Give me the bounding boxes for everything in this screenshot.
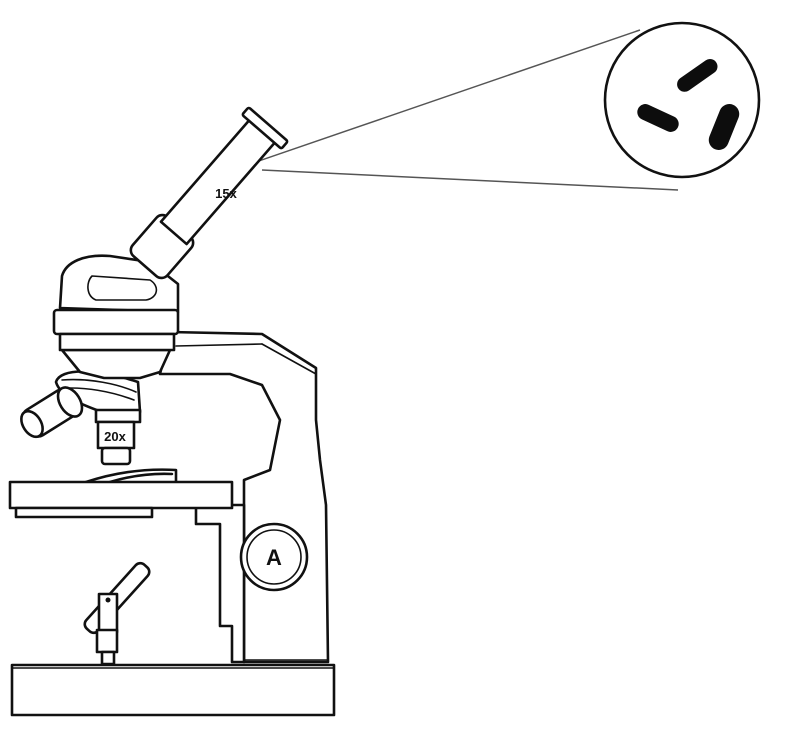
sight-line-upper bbox=[249, 29, 641, 165]
eyepiece-label: 15x bbox=[215, 186, 237, 201]
bacterium-cell bbox=[677, 59, 718, 92]
objective-label: 20x bbox=[104, 429, 126, 444]
stage bbox=[8, 468, 234, 519]
sight-line-lower bbox=[261, 169, 679, 191]
eyepiece-tube: 15x bbox=[129, 106, 289, 280]
bacterium-cell bbox=[637, 104, 679, 132]
field-of-view-circle bbox=[603, 21, 761, 179]
coarse-adjustment-knob: A bbox=[239, 522, 309, 592]
base bbox=[10, 663, 336, 717]
mirror bbox=[83, 561, 151, 666]
stage-support bbox=[194, 503, 246, 664]
bacterium-cell bbox=[708, 104, 740, 150]
knob-label: A bbox=[266, 545, 282, 570]
magnified-view bbox=[603, 21, 761, 179]
sight-lines bbox=[249, 29, 679, 191]
side-objective bbox=[20, 386, 84, 439]
objective-lens: 20x bbox=[94, 408, 142, 466]
